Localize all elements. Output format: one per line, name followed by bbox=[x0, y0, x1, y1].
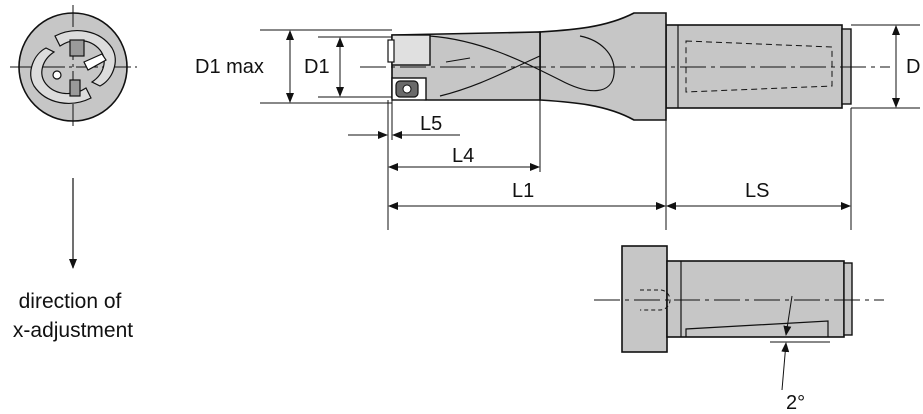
shank-detail-view bbox=[594, 245, 884, 391]
caption-line-1: direction of bbox=[18, 290, 122, 313]
tool-side-view bbox=[360, 12, 890, 121]
diameter-dimensions bbox=[260, 24, 920, 109]
d1-label: D1 bbox=[304, 56, 330, 78]
caption-line-2: x-adjustment bbox=[12, 319, 134, 342]
length-dimensions bbox=[348, 100, 852, 230]
d1-max-label: D1 max bbox=[195, 56, 264, 78]
angle-label: 2° bbox=[786, 392, 806, 414]
ls-label: LS bbox=[745, 180, 770, 202]
end-view bbox=[10, 5, 137, 128]
l5-label: L5 bbox=[420, 113, 443, 135]
d-label: D bbox=[906, 56, 921, 78]
l4-label: L4 bbox=[452, 145, 475, 167]
l1-label: L1 bbox=[512, 180, 535, 202]
